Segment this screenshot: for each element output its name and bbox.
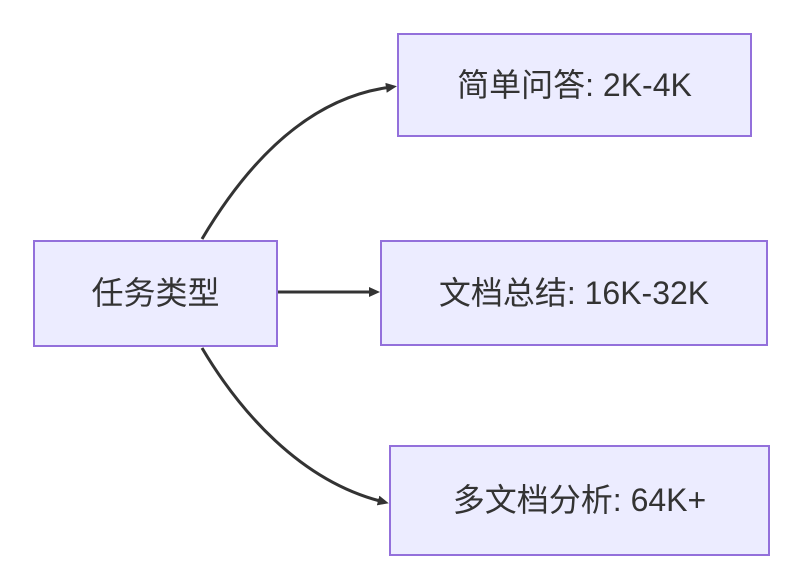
edge-root-to-multi-doc [200,347,389,506]
node-task-type-label: 任务类型 [91,275,220,312]
edge-root-to-simple-qa [200,82,397,240]
node-task-type: 任务类型 [33,240,278,347]
node-simple-qa-label: 简单问答: 2K-4K [457,66,692,103]
node-doc-summary: 文档总结: 16K-32K [380,240,768,346]
node-doc-summary-label: 文档总结: 16K-32K [438,274,710,311]
node-multi-doc-label: 多文档分析: 64K+ [452,482,707,519]
node-simple-qa: 简单问答: 2K-4K [397,33,752,137]
node-multi-doc: 多文档分析: 64K+ [389,445,770,556]
